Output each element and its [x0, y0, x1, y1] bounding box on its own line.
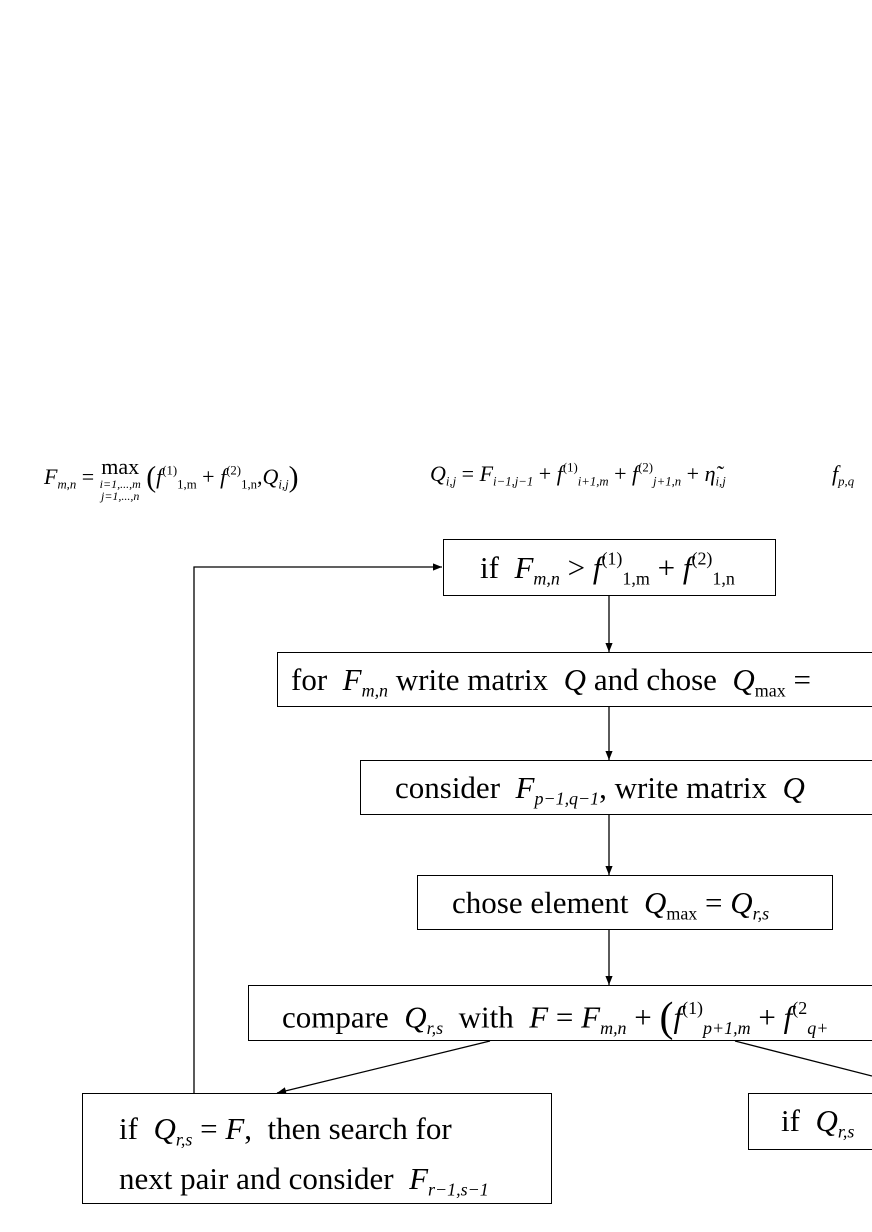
condition-box-F-greater: if Fm,n > f(1)1,m + f(2)1,n — [443, 539, 776, 596]
equation-Q-ij: Qi,j = Fi−1,j−1 + f(1)i+1,m + f(2)j+1,n … — [430, 460, 726, 489]
result-box-equal: if Qr,s = F, then search for next pair a… — [82, 1093, 552, 1204]
result-box-line-2: next pair and consider Fr−1,s−1 — [119, 1161, 489, 1200]
result-box-not-equal: if Qr,s — [748, 1093, 872, 1150]
step-box-compare: compare Qr,s with F = Fm,n + (f(1)p+1,m … — [248, 985, 872, 1041]
result-box-line-1: if Qr,s = F, then search for — [119, 1111, 452, 1150]
step-box-chose-element: chose element Qmax = Qr,s — [417, 875, 833, 930]
arrow-b5-b6 — [276, 1040, 491, 1095]
step-box-consider-F: consider Fp−1,q−1, write matrix Q — [360, 760, 872, 815]
step-box-write-matrix: for Fm,n write matrix Q and chose Qmax = — [277, 652, 872, 707]
max-operator: max i=1,...,m j=1,...,n — [99, 454, 141, 503]
arrow-b5-b7 — [734, 1040, 872, 1077]
equation-F-mn: Fm,n = max i=1,...,m j=1,...,n (f(1)1,m … — [44, 454, 299, 503]
loop-back-arrow — [193, 563, 442, 1093]
equation-f-pq: fp,q — [832, 461, 855, 489]
